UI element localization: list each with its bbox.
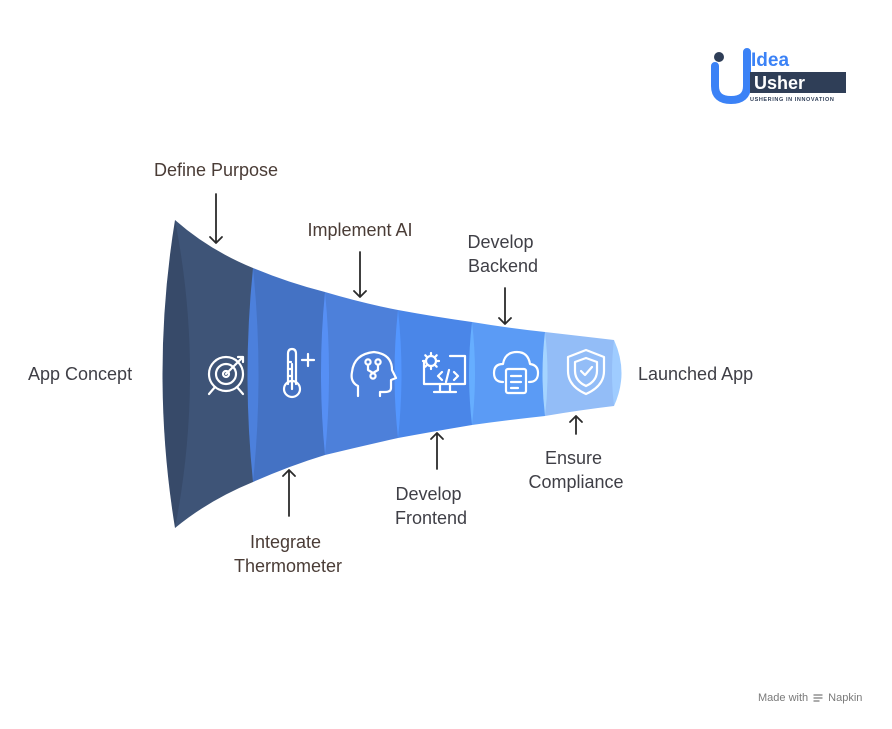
funnel-rim-divider (542, 332, 548, 416)
stage-label-ensure-compliance: Ensure Compliance (528, 448, 623, 492)
logo-line2: Usher (754, 73, 805, 93)
napkin-icon (813, 694, 823, 702)
funnel-rim-divider (394, 310, 402, 438)
stage-label-define-purpose: Define Purpose (154, 160, 278, 180)
shield-check-icon (566, 348, 606, 396)
start-label: App Concept (28, 364, 132, 384)
arrow-down-develop-backend (498, 287, 512, 325)
ai-head-icon (350, 350, 398, 398)
idea-usher-logo: Idea Usher USHERING IN INNOVATION (711, 48, 846, 105)
logo-line1: Idea (751, 50, 789, 71)
stage-label-integrate-thermometer: Integrate Thermometer (234, 532, 342, 576)
thermometer-icon (282, 347, 316, 399)
made-with-text: Made with (758, 692, 809, 704)
funnel-rims (162, 220, 622, 528)
logo-dot (714, 52, 724, 62)
funnel-stage-implement-ai (325, 292, 398, 455)
funnel-stage-develop-frontend (398, 310, 472, 438)
arrow-up-develop-frontend (430, 432, 444, 470)
funnel-stage-define-purpose (175, 220, 253, 528)
funnel-rim-divider (321, 292, 329, 455)
arrow-down-define-purpose (209, 193, 223, 244)
stage-label-develop-frontend: Develop Frontend (395, 484, 467, 528)
funnel-rim-mouth (162, 220, 190, 528)
funnel-rim-divider (469, 322, 475, 425)
funnel-rim-end (612, 340, 622, 406)
stage-label-implement-ai: Implement AI (307, 220, 412, 240)
arrow-down-implement-ai (353, 251, 367, 298)
end-label: Launched App (638, 364, 753, 384)
logo-u-mark (711, 48, 751, 105)
napkin-brand-text: Napkin (828, 692, 863, 704)
stage-label-develop-backend: Develop Backend (467, 232, 538, 276)
funnel-stage-develop-backend (472, 322, 545, 425)
logo-band (750, 72, 846, 93)
target-icon (207, 355, 245, 396)
funnel-stage-ensure-compliance (545, 332, 614, 416)
made-with-napkin-credit[interactable]: Made with Napkin (758, 692, 862, 704)
code-monitor-icon (421, 351, 467, 394)
stage-arrows (209, 193, 583, 517)
logo-tagline: USHERING IN INNOVATION (750, 97, 835, 103)
arrow-up-integrate-thermometer (282, 469, 296, 517)
funnel-rim-divider (247, 268, 259, 482)
cloud-server-icon (492, 350, 540, 395)
arrow-up-ensure-compliance (569, 415, 583, 435)
